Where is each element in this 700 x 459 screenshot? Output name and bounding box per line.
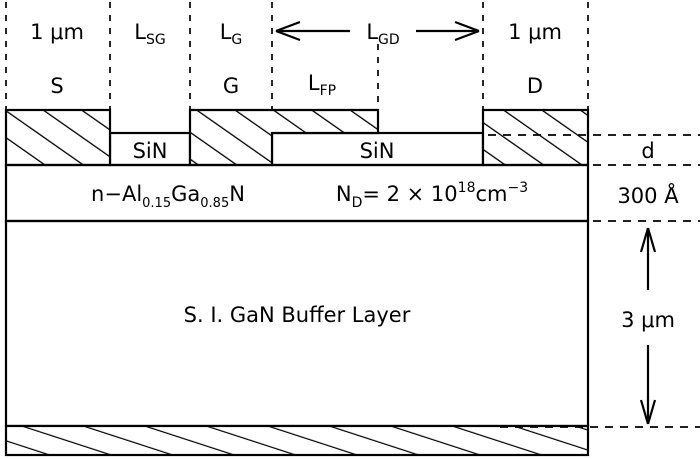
buffer-thickness-label: 3 μm — [621, 308, 675, 332]
buffer-thickness-arrow — [639, 227, 657, 425]
substrate-layer — [6, 426, 588, 455]
doping-concentration-label: ND= 2 × 1018cm−3 — [336, 180, 528, 211]
source-electrode — [6, 110, 110, 165]
barrier-thickness-label: 300 Å — [617, 182, 679, 208]
vertical-guide-lines — [5, 2, 589, 112]
gate-drain-spacing-label: LGD — [366, 20, 399, 48]
substrate-outline — [4, 424, 590, 457]
horizontal-guide-lines — [488, 134, 700, 428]
gate-electrode-fieldplate — [190, 110, 378, 165]
drain-electrode — [483, 110, 588, 165]
gate-drain-dimension-arrow — [275, 20, 480, 42]
gate-length-label: LG — [220, 20, 243, 48]
drain-width-label: 1 μm — [508, 20, 562, 44]
passivation-thickness-label: d — [641, 139, 654, 163]
algan-composition-label: n−Al0.15Ga0.85N — [91, 182, 245, 211]
gate-electrode-label: G — [223, 74, 239, 98]
drain-electrode-label: D — [527, 74, 543, 98]
gan-buffer-label: S. I. GaN Buffer Layer — [184, 303, 411, 327]
field-plate-label: LFP — [308, 71, 336, 99]
source-width-label: 1 μm — [30, 20, 84, 44]
source-gate-spacing-label: LSG — [134, 20, 165, 48]
sin-right-label: SiN — [360, 139, 395, 163]
sin-left-label: SiN — [133, 139, 168, 163]
source-electrode-label: S — [50, 74, 63, 98]
